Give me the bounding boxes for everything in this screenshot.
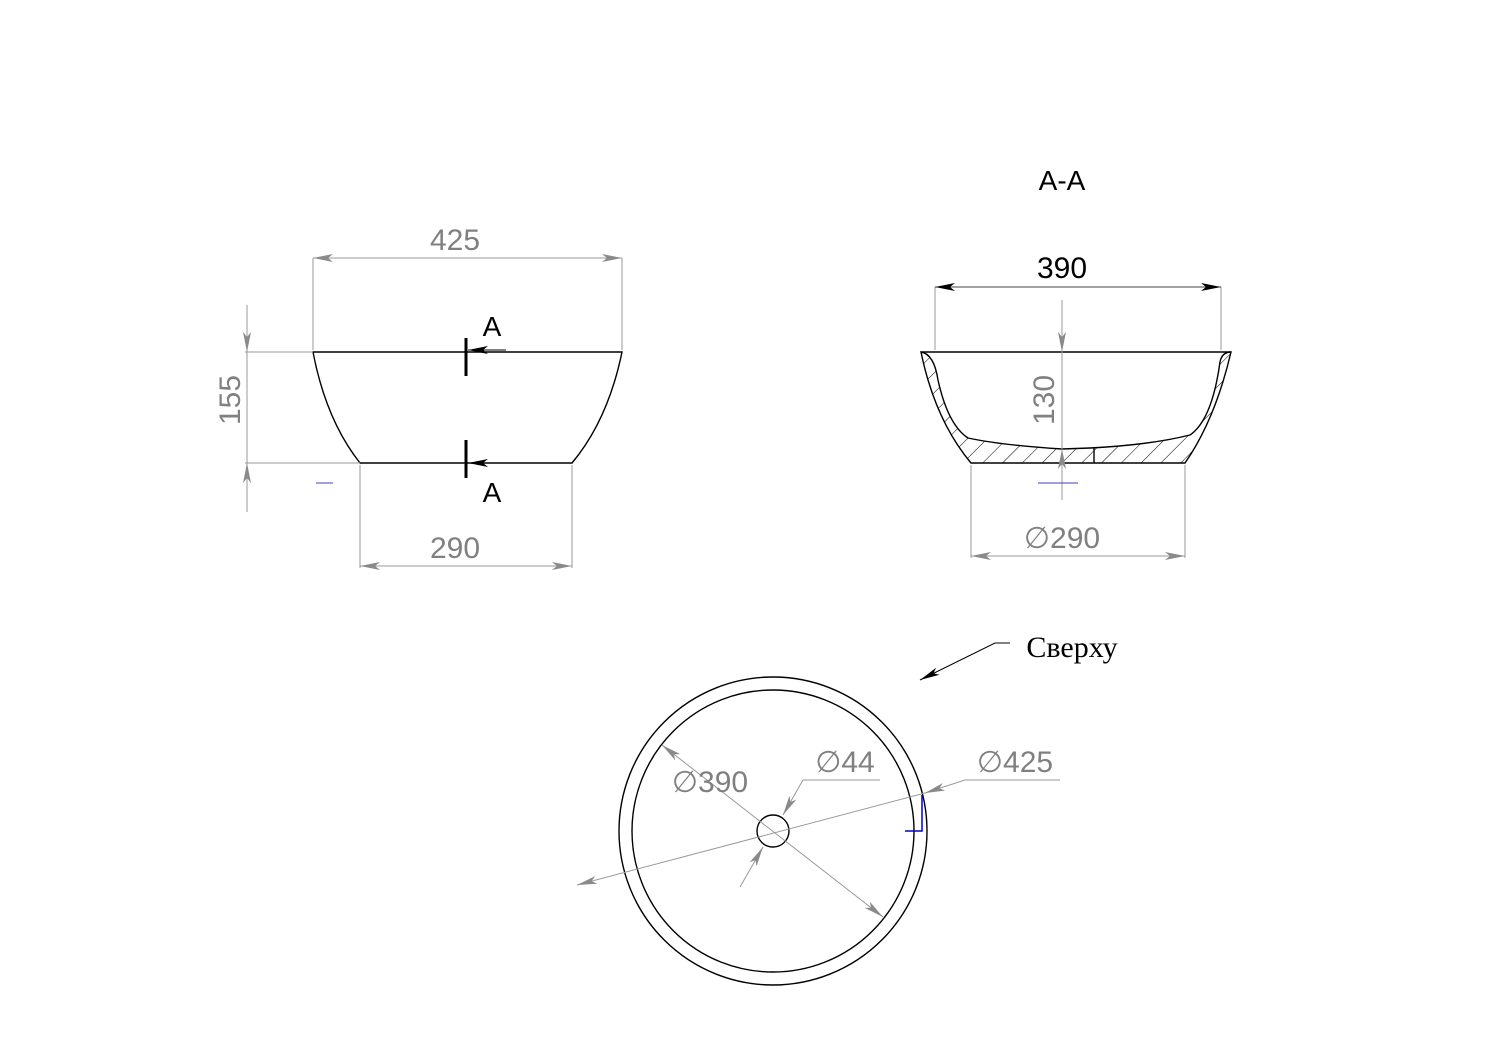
section-label-a-top: A bbox=[483, 311, 502, 342]
view-label-top: Сверху bbox=[1026, 631, 1117, 664]
bowl-outline bbox=[312, 351, 623, 464]
section-view: A-A 390 130 ∅290 bbox=[920, 165, 1232, 560]
dimension-130: 130 bbox=[1028, 375, 1061, 425]
dimension-d44: ∅44 bbox=[815, 746, 875, 779]
front-view: 425 155 290 A A bbox=[214, 224, 623, 570]
top-view: Сверху ∅390 ∅425 ∅44 bbox=[576, 631, 1118, 986]
dimension-d290: ∅290 bbox=[1024, 522, 1100, 555]
view-arrow bbox=[919, 642, 1010, 681]
ucs-marker bbox=[905, 795, 923, 832]
dimension-390: 390 bbox=[1037, 252, 1087, 285]
outer-rim bbox=[618, 676, 928, 986]
dimension-425: 425 bbox=[430, 224, 480, 257]
dimension-d425: ∅425 bbox=[977, 746, 1053, 779]
dimension-290: 290 bbox=[430, 532, 480, 565]
section-label-a-bottom: A bbox=[483, 477, 502, 508]
dimension-155: 155 bbox=[214, 375, 247, 425]
section-title: A-A bbox=[1039, 165, 1086, 196]
dimension-d390: ∅390 bbox=[672, 766, 748, 799]
section-hatch bbox=[920, 351, 1232, 464]
